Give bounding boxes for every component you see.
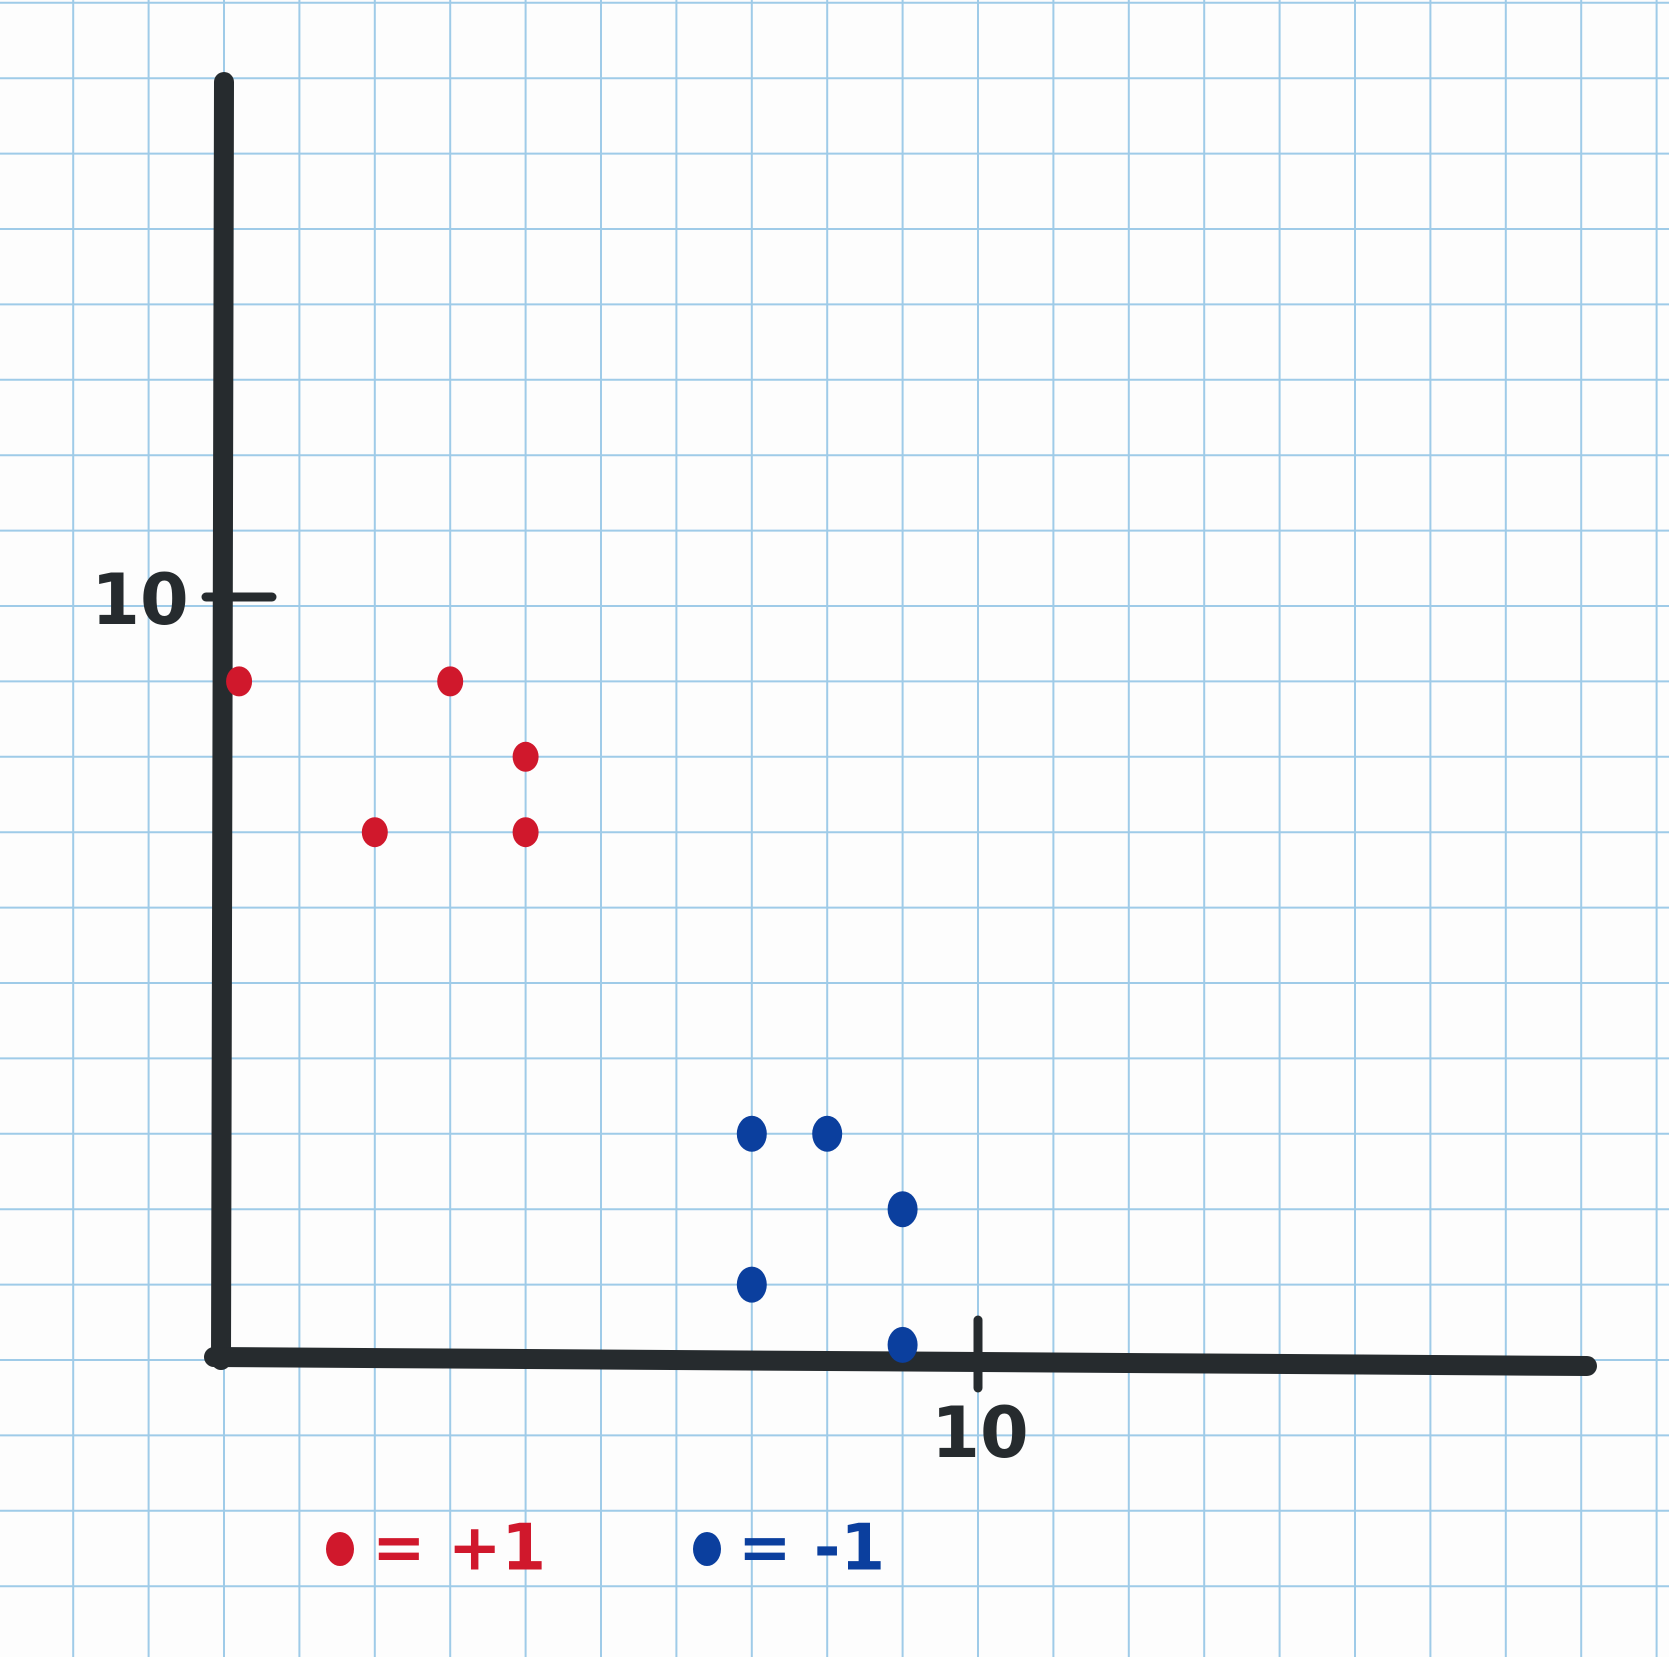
point-minus-one-3 xyxy=(887,1191,918,1228)
legend-label-minus-one: = -1 xyxy=(738,1512,885,1586)
point-minus-one-1 xyxy=(736,1115,767,1152)
point-minus-one-4 xyxy=(736,1266,767,1303)
point-plus-one-3 xyxy=(512,741,539,772)
point-minus-one-2 xyxy=(812,1115,843,1152)
point-minus-one-5 xyxy=(887,1326,918,1363)
y-tick-label-10: 10 xyxy=(91,559,188,641)
point-plus-one-5 xyxy=(512,817,539,848)
x-tick-label-10: 10 xyxy=(931,1392,1028,1474)
legend-label-plus-one: = +1 xyxy=(372,1512,546,1586)
legend-marker-minus-one xyxy=(693,1532,721,1566)
y-axis xyxy=(211,72,234,1370)
point-plus-one-2 xyxy=(437,666,464,697)
legend-marker-plus-one xyxy=(326,1532,354,1566)
data-points xyxy=(226,666,918,1363)
legend: = +1 = -1 xyxy=(326,1512,885,1586)
point-plus-one-1 xyxy=(226,666,253,697)
point-plus-one-4 xyxy=(361,817,388,848)
